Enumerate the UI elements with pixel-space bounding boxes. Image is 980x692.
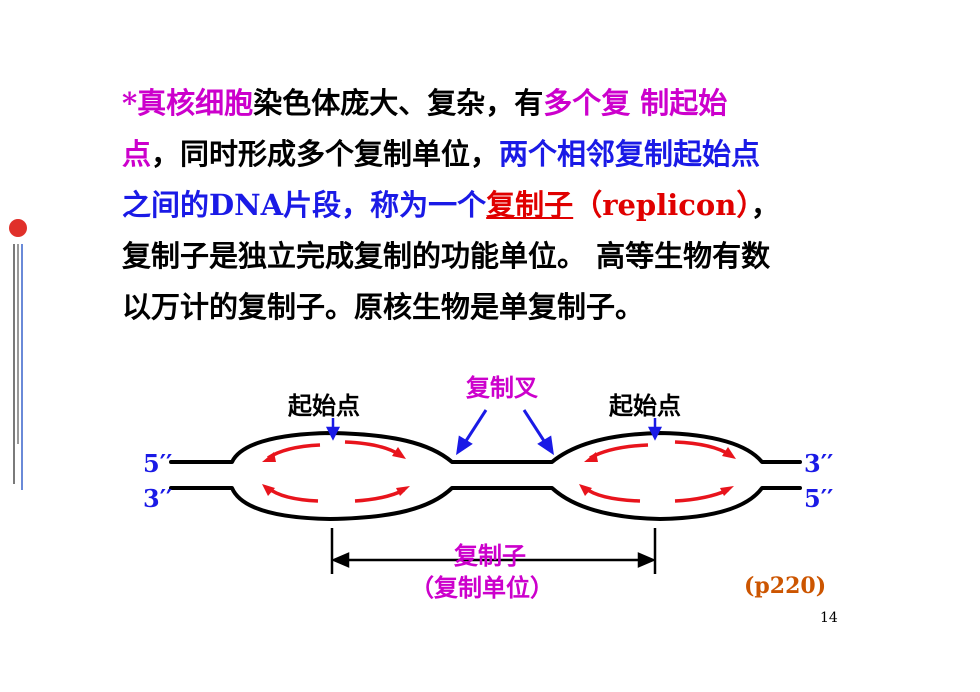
text-segment: ，同时形成多个复制单位， xyxy=(151,137,500,171)
text-segment: 复制子是独立完成复制的功能单位。 xyxy=(122,239,587,273)
arrowhead-icon xyxy=(392,447,406,459)
arrowhead-icon xyxy=(584,452,598,462)
arrowhead-icon xyxy=(720,486,734,496)
end-label-right-top: 3′′ xyxy=(804,449,834,478)
new-strand-arrow-icon xyxy=(354,488,405,503)
fork-label: 复制叉 xyxy=(466,373,538,402)
term-replicon-english: （replicon） xyxy=(573,188,751,222)
new-strand-arrow-icon xyxy=(583,486,641,503)
term-eukaryotic-cell: 真核细胞 xyxy=(137,86,254,120)
text-segment: 高等生物有数 xyxy=(586,239,771,273)
term-adjacent-origins: 两个相邻复制起始点 xyxy=(499,137,761,171)
bracket-arrow-right-icon xyxy=(637,552,657,568)
new-strand-arrow-icon xyxy=(267,443,321,460)
arrowhead-icon xyxy=(262,484,275,496)
text-segment: 以万计的复制子。原核生物是单复制子。 xyxy=(122,290,645,324)
text-line-2: 点，同时形成多个复制单位，两个相邻复制起始点 xyxy=(122,129,862,180)
watermark-logo-icon xyxy=(9,219,27,504)
page-reference: (p220) xyxy=(744,573,827,599)
term-point: 点 xyxy=(122,137,152,171)
new-strand-arrow-icon xyxy=(266,486,319,503)
asterisk: * xyxy=(122,86,138,120)
dna-bottom-strand xyxy=(169,486,802,521)
new-strand-arrow-icon xyxy=(589,443,649,460)
text-line-4: 复制子是独立完成复制的功能单位。 高等生物有数 xyxy=(122,231,862,282)
text-line-3: 之间的DNA片段，称为一个复制子（replicon）， xyxy=(122,180,862,231)
new-strand-arrow-icon xyxy=(344,440,401,457)
new-strand-arrow-icon xyxy=(674,440,731,457)
arrowhead-icon xyxy=(579,484,592,496)
fork-arrow-left-icon xyxy=(462,409,488,445)
arrowhead-icon xyxy=(262,452,276,462)
arrowhead-icon xyxy=(396,486,410,496)
term-replicon: 复制子 xyxy=(486,188,574,222)
watermark-sidebar xyxy=(6,210,30,504)
replicon-unit-label: （复制单位） xyxy=(410,573,554,602)
main-paragraph: *真核细胞染色体庞大、复杂，有多个复 制起始 点，同时形成多个复制单位，两个相邻… xyxy=(122,78,862,333)
arrowhead-icon xyxy=(722,447,736,459)
text-segment: ， xyxy=(750,188,780,222)
fork-arrow-right-icon xyxy=(522,409,548,445)
replicon-label: 复制子 xyxy=(454,541,526,570)
new-strand-arrow-icon xyxy=(674,488,729,503)
term-multiple-origins: 多个复 制起始 xyxy=(543,86,728,120)
text-line-1: *真核细胞染色体庞大、复杂，有多个复 制起始 xyxy=(122,78,862,129)
text-line-5: 以万计的复制子。原核生物是单复制子。 xyxy=(122,282,862,333)
term-dna-segment: 之间的DNA片段，称为一个 xyxy=(122,188,487,222)
origin-label-left: 起始点 xyxy=(288,391,360,420)
bracket-arrow-left-icon xyxy=(330,552,350,568)
end-label-right-bottom: 5′′ xyxy=(804,484,834,513)
origin-label-right: 起始点 xyxy=(609,391,681,420)
page-number: 14 xyxy=(820,610,838,626)
end-label-left-top: 5′′ xyxy=(143,449,173,478)
end-label-left-bottom: 3′′ xyxy=(143,484,173,513)
text-segment: 染色体庞大、复杂，有 xyxy=(253,86,544,120)
dna-top-strand xyxy=(169,431,802,464)
